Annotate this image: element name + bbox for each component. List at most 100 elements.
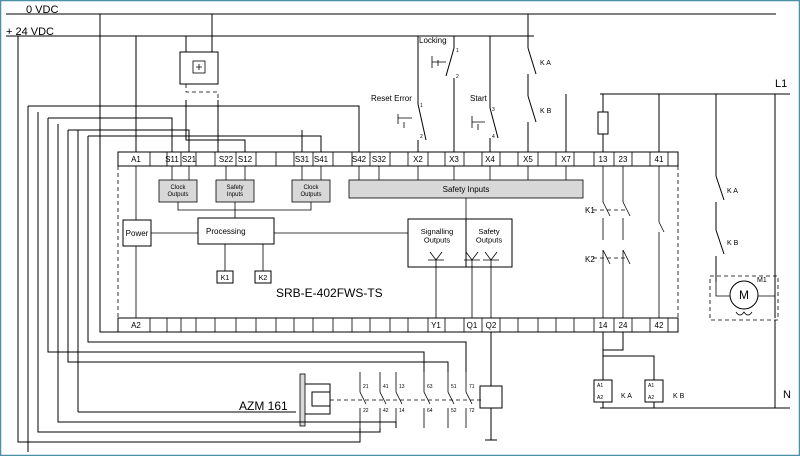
terminal-24-wire [603,332,624,351]
azm-22: 22 [363,408,369,414]
azm-51: 51 [451,384,457,390]
azm-52: 52 [451,408,457,414]
locking-contact-no-1: 1 [456,48,459,54]
motor-symbol-letter: M [739,288,749,302]
k2-contacts [593,249,631,265]
svg-text:Processing: Processing [206,227,246,236]
reset-contact-no-2: 2 [420,134,423,140]
ka-kb-feedback-contacts [527,14,567,152]
rail-0vdc-label: 0 VDC [26,4,58,16]
terminal-13: 13 [599,155,608,164]
terminal-strip-bottom [117,317,679,333]
processing-block: Processing [197,217,275,245]
azm-41: 41 [383,384,389,390]
svg-text:Power: Power [126,229,149,238]
k1-contacts [593,166,665,318]
coil-ka [593,332,655,408]
azm-14: 14 [399,408,405,414]
power-block: Power [122,219,152,247]
terminal-s31: S31 [295,155,310,164]
start-label: Start [470,94,488,103]
internal-wiring [135,166,567,318]
motor-m1-label: M1 [757,277,767,284]
terminal-y1: Y1 [431,321,441,330]
terminal-q2: Q2 [486,321,497,330]
rail-l1-label: L1 [775,78,787,90]
terminal-q1: Q1 [467,321,478,330]
coil-ka-label: K A [621,393,632,400]
terminal-x3: X3 [449,155,459,164]
feedback-ka-label: K A [540,60,551,67]
load-kb-label: K B [727,240,739,247]
terminal-s11: S11 [165,155,179,164]
terminal-s22: S22 [219,155,234,164]
svg-text:K2: K2 [259,275,268,282]
terminal-x4: X4 [485,155,495,164]
azm-contact-51-52 [447,372,455,428]
terminal-strip-bottom-ticks [149,318,669,332]
terminal-strip-top-ticks [149,152,669,166]
rail-24vdc-label: + 24 VDC [6,26,54,38]
terminal-14: 14 [599,321,608,330]
svg-text:K1: K1 [221,275,230,282]
k1-contact-label: K1 [585,206,595,215]
safety-inputs-block: Safety Inputs [348,179,584,199]
azm161-interlock [299,373,483,427]
coil-kb-label: K B [673,393,685,400]
azm-contact-71-72 [465,372,473,428]
reset-error-button [397,36,427,152]
locking-label: Locking [419,36,447,45]
terminal-s21: S21 [182,155,197,164]
start-contact-no-1: 3 [492,107,495,113]
terminal-s32: S32 [372,155,387,164]
relay-model-label: SRB-E-402FWS-TS [276,286,383,300]
load-contacts [715,94,776,318]
azm-contact-63-64 [423,372,431,428]
sensor-symbol [179,14,219,100]
transistor-symbols [428,251,499,267]
azm-contact-21-22 [359,372,367,428]
k2-block: K2 [254,270,272,284]
azm-42: 42 [383,408,389,414]
terminal-s41: S41 [314,155,329,164]
svg-text:Safety Inputs: Safety Inputs [443,185,490,194]
coil-kb-a1: A1 [648,383,654,389]
feedback-kb-label: K B [540,108,552,115]
azm-64: 64 [427,408,433,414]
locking-button [431,36,455,152]
terminal-strip-top [117,151,679,167]
azm-71: 71 [469,384,475,390]
reset-error-label: Reset Error [371,94,412,103]
coil-ka-a1: A1 [597,383,603,389]
load-ka-label: K A [727,188,738,195]
terminal-x7: X7 [561,155,571,164]
azm-contact-41-42 [379,372,387,428]
azm-72: 72 [469,408,475,414]
left-wiring-loops [17,14,467,452]
terminal-s42: S42 [352,155,367,164]
azm-13: 13 [399,384,405,390]
terminal-x2: X2 [413,155,423,164]
terminal-a2: A2 [131,321,141,330]
coil-ka-a2: A2 [597,395,603,401]
terminal-24: 24 [619,321,628,330]
fuse [597,94,609,152]
k2-contact-label: K2 [585,255,595,264]
solenoid-q2 [479,332,503,441]
start-contact-no-2: 4 [492,134,495,140]
rail-n-label: N [783,389,791,401]
azm-21: 21 [363,384,369,390]
terminal-x5: X5 [523,155,533,164]
start-button [471,36,499,152]
terminal-41: 41 [655,155,664,164]
locking-contact-no-2: 2 [456,74,459,80]
